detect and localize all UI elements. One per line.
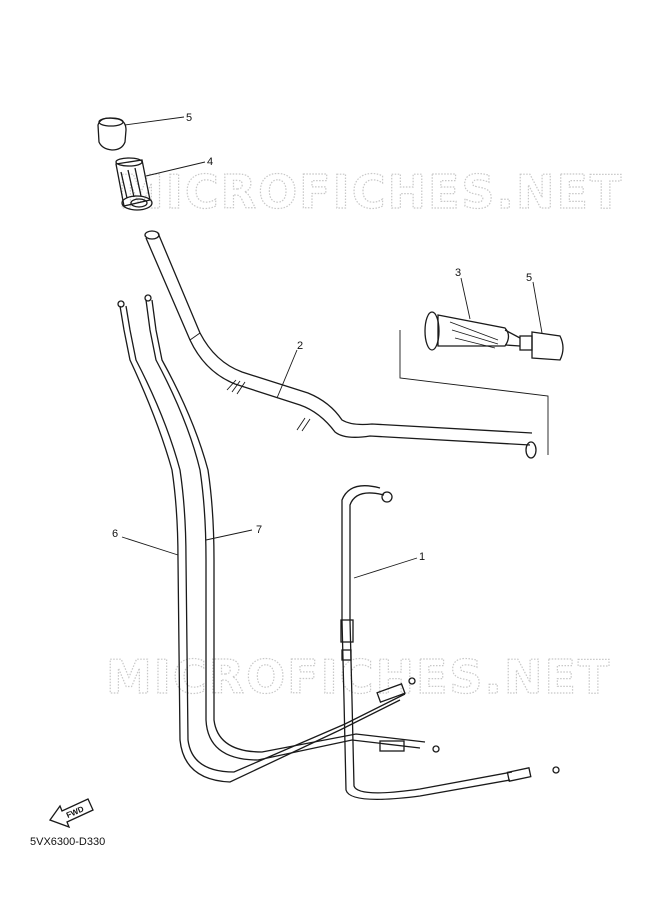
leader-lines — [121, 116, 543, 579]
handlebar — [144, 230, 537, 459]
callout-2: 2 — [297, 340, 303, 352]
throttle-grip — [115, 157, 153, 211]
callout-5-top: 5 — [186, 112, 192, 124]
clutch-cable — [340, 485, 560, 801]
fwd-arrow-icon: FWD — [48, 798, 94, 829]
throttle-cables — [117, 294, 440, 783]
watermark-top: MICROFICHES.NET — [118, 165, 623, 219]
grip-end-right — [519, 331, 564, 361]
left-grip — [424, 311, 521, 351]
callout-6: 6 — [112, 528, 118, 540]
callout-1: 1 — [419, 551, 425, 563]
watermark-bottom: MICROFICHES.NET — [106, 650, 611, 704]
callout-3: 3 — [455, 267, 461, 279]
inset-bracket — [399, 330, 549, 455]
callout-4: 4 — [207, 156, 213, 168]
callout-5-right: 5 — [526, 272, 532, 284]
callout-7: 7 — [256, 524, 262, 536]
grip-end-top — [97, 117, 127, 151]
diagram-code: 5VX6300-D330 — [30, 836, 106, 848]
